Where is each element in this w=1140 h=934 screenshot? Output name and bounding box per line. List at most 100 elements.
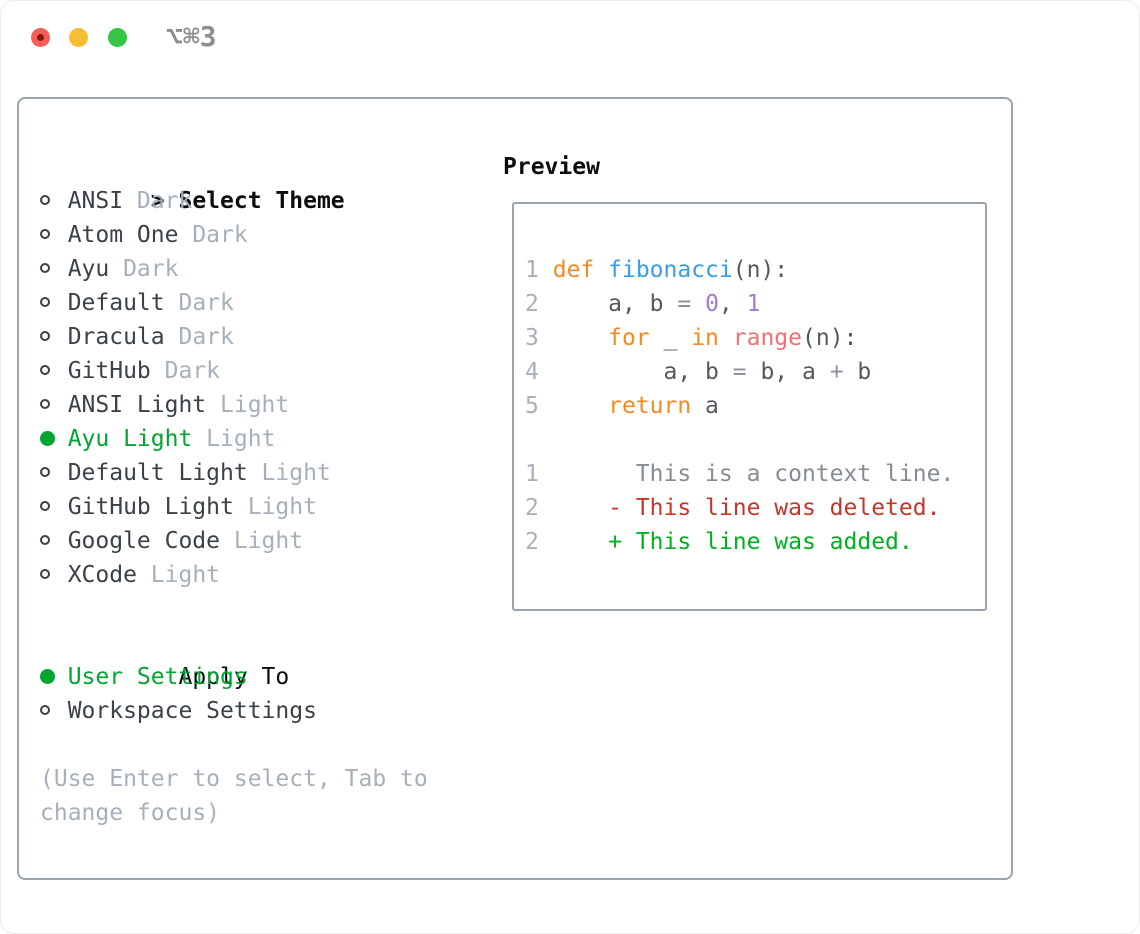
theme-mode-tag: Light xyxy=(150,562,221,588)
hint-line-2: change focus) xyxy=(40,800,221,826)
theme-option-xcode[interactable]: XCode Light xyxy=(40,558,428,592)
apply-to-title: Apply To xyxy=(178,664,290,690)
code-token: (n): xyxy=(732,257,789,283)
theme-name: XCode xyxy=(67,562,137,588)
theme-mode-tag: Dark xyxy=(178,324,234,350)
radio-icon xyxy=(40,524,68,558)
code-token xyxy=(539,325,608,351)
radio-icon xyxy=(40,320,68,354)
preview-line: 1 def fibonacci(n): xyxy=(525,253,977,287)
code-token: , xyxy=(718,291,747,317)
maximize-button[interactable] xyxy=(107,27,127,47)
theme-option-dracula[interactable]: Dracula Dark xyxy=(40,320,428,354)
theme-mode-tag: Light xyxy=(247,494,317,520)
code-token: def xyxy=(552,257,595,283)
theme-mode-tag: Dark xyxy=(192,222,248,248)
theme-name: ANSI Light xyxy=(67,392,207,418)
select-theme-header-row: > Select Theme xyxy=(40,150,428,214)
radio-selected-icon xyxy=(40,660,68,694)
code-token: return xyxy=(608,393,692,419)
apply-option-label: User Settings xyxy=(67,664,248,690)
preview-line: 3 for _ in range(n): xyxy=(525,321,977,355)
theme-mode-tag: Light xyxy=(261,460,331,486)
apply-option-workspace-settings[interactable]: Workspace Settings xyxy=(40,694,428,728)
theme-name: GitHub xyxy=(67,358,151,384)
line-number: 4 xyxy=(525,359,539,385)
radio-icon xyxy=(40,286,68,320)
radio-icon xyxy=(40,252,68,286)
theme-name: Default Light xyxy=(67,460,248,486)
apply-to-header-row: Apply To xyxy=(40,626,428,690)
apply-option-user-settings[interactable]: User Settings xyxy=(40,660,428,694)
preview-line: 2 - This line was deleted. xyxy=(525,491,977,525)
code-token: 0 xyxy=(705,291,719,317)
select-theme-title: Select Theme xyxy=(178,188,345,214)
radio-icon xyxy=(40,694,68,728)
unsaved-indicator-icon xyxy=(36,33,44,41)
code-token xyxy=(691,291,705,317)
spacer-row xyxy=(40,592,428,626)
preview-line: 2 + This line was added. xyxy=(525,525,977,559)
radio-icon xyxy=(40,490,68,524)
code-token: + This line was added. xyxy=(538,529,913,555)
code-token: for xyxy=(608,325,650,351)
theme-mode-tag: Dark xyxy=(136,188,193,214)
titlebar: ⌥⌘3 xyxy=(0,0,1140,74)
theme-name: Google Code xyxy=(67,528,221,554)
line-number: 5 xyxy=(525,393,539,419)
theme-mode-tag: Dark xyxy=(164,358,221,384)
theme-name: ANSI xyxy=(67,188,124,214)
theme-name: Default xyxy=(67,290,165,316)
preview-line: 4 a, b = b, a + b xyxy=(525,355,977,389)
prompt-icon: > xyxy=(150,188,165,214)
theme-option-github-light[interactable]: GitHub Light Light xyxy=(40,490,428,524)
code-token: = xyxy=(677,291,692,317)
theme-mode-tag: Light xyxy=(220,392,290,418)
code-token: a xyxy=(691,393,719,419)
code-token: b, a xyxy=(746,359,830,385)
line-number: 1 xyxy=(525,257,539,283)
radio-icon xyxy=(40,184,68,218)
preview-line: 1 This is a context line. xyxy=(525,457,977,491)
preview-line xyxy=(525,423,977,457)
theme-mode-tag: Light xyxy=(206,426,276,452)
line-number: 2 xyxy=(525,529,539,555)
line-number: 3 xyxy=(525,325,539,351)
code-token: - This line was deleted. xyxy=(538,495,941,521)
code-token: This is a context line. xyxy=(538,461,955,487)
theme-option-default[interactable]: Default Dark xyxy=(40,286,428,320)
code-token: = xyxy=(732,359,747,385)
theme-option-ansi[interactable]: ANSI Dark xyxy=(40,184,428,218)
close-button[interactable] xyxy=(30,27,50,47)
theme-option-ansi-light[interactable]: ANSI Light Light xyxy=(40,388,428,422)
apply-option-label: Workspace Settings xyxy=(67,698,317,724)
theme-name: Dracula xyxy=(67,324,165,350)
theme-mode-tag: Dark xyxy=(123,256,179,282)
theme-name: GitHub Light xyxy=(67,494,234,520)
minimize-button[interactable] xyxy=(68,27,88,47)
window-title: ⌥⌘3 xyxy=(166,20,217,53)
radio-selected-icon xyxy=(40,422,68,456)
code-token xyxy=(539,393,608,419)
preview-title: Preview xyxy=(503,154,600,180)
hint-line-1: (Use Enter to select, Tab to xyxy=(40,766,428,792)
code-token xyxy=(594,257,608,283)
theme-mode-tag: Dark xyxy=(178,290,234,316)
radio-icon xyxy=(40,354,68,388)
line-number: 2 xyxy=(525,495,539,521)
theme-option-github[interactable]: GitHub Dark xyxy=(40,354,428,388)
code-token: + xyxy=(829,359,844,385)
radio-icon xyxy=(40,558,68,592)
theme-option-default-light[interactable]: Default Light Light xyxy=(40,456,428,490)
code-token: range xyxy=(732,325,803,351)
code-token xyxy=(539,257,553,283)
